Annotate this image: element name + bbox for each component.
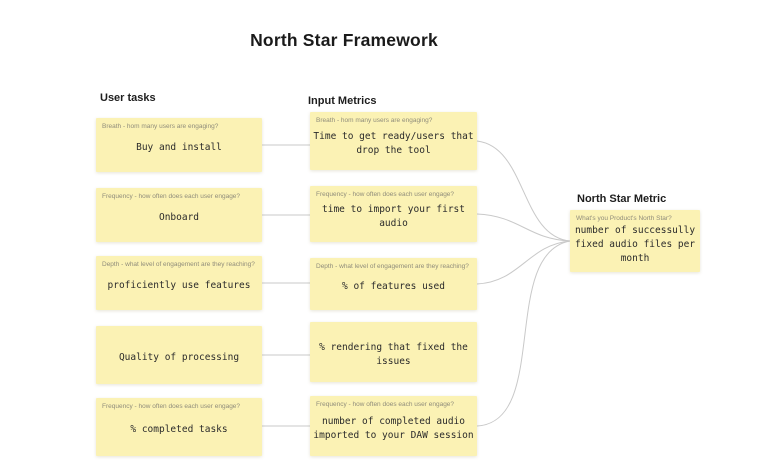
sticky-text: % of features used xyxy=(342,280,445,292)
sticky-input-metric-features-used[interactable]: Depth - what level of engagement are the… xyxy=(310,258,477,310)
page-title: North Star Framework xyxy=(250,30,438,50)
curve-row1-to-north-star xyxy=(476,140,571,242)
sticky-input-metric-completed-audio-daw[interactable]: Frequency - how often does each user eng… xyxy=(310,396,477,456)
sticky-text: time to import your first audio xyxy=(322,203,465,229)
sticky-user-task-onboard[interactable]: Frequency - how often does each user eng… xyxy=(96,188,262,242)
sticky-category-label: Depth - what level of engagement are the… xyxy=(102,261,255,268)
sticky-text: Time to get ready/users that drop the to… xyxy=(313,130,474,156)
sticky-category-label: Depth - what level of engagement are the… xyxy=(316,263,469,270)
sticky-text: number of completed audio imported to yo… xyxy=(313,415,474,441)
sticky-category-label xyxy=(96,326,262,339)
sticky-input-metric-rendering-fixed-issues[interactable]: % rendering that fixed the issues xyxy=(310,322,477,382)
sticky-category-label: Frequency - how often does each user eng… xyxy=(316,401,455,408)
sticky-category-label: Breath - hom many users are engaging? xyxy=(102,123,219,130)
sticky-text: proficiently use features xyxy=(107,279,251,291)
sticky-north-star-metric[interactable]: What's you Product's North Star? number … xyxy=(570,210,700,272)
column-header-north-star-metric: North Star Metric xyxy=(577,193,667,205)
sticky-category-label: Frequency - how often does each user eng… xyxy=(102,403,241,410)
curve-row5-to-north-star xyxy=(476,240,571,427)
curve-row2-to-north-star xyxy=(476,213,571,242)
sticky-user-task-buy-and-install[interactable]: Breath - hom many users are engaging? Bu… xyxy=(96,118,262,172)
sticky-input-metric-time-to-get-ready[interactable]: Breath - hom many users are engaging? Ti… xyxy=(310,112,477,170)
sticky-category-label xyxy=(310,322,477,335)
sticky-category-label: Breath - hom many users are engaging? xyxy=(316,117,433,124)
sticky-text: Buy and install xyxy=(136,141,222,153)
column-header-input-metrics: Input Metrics xyxy=(308,95,377,107)
sticky-text: Quality of processing xyxy=(118,351,240,363)
sticky-category-label: Frequency - how often does each user eng… xyxy=(316,191,455,198)
sticky-category-label: Frequency - how often does each user eng… xyxy=(102,193,241,200)
sticky-text: Onboard xyxy=(158,211,200,223)
curve-row3-to-north-star xyxy=(476,240,571,285)
sticky-user-task-quality-of-processing[interactable]: Quality of processing xyxy=(96,326,262,384)
sticky-input-metric-time-to-import[interactable]: Frequency - how often does each user eng… xyxy=(310,186,477,242)
sticky-text: % rendering that fixed the issues xyxy=(319,341,468,367)
sticky-category-label: What's you Product's North Star? xyxy=(576,215,672,222)
sticky-text: % completed tasks xyxy=(130,423,228,435)
sticky-user-task-use-features[interactable]: Depth - what level of engagement are the… xyxy=(96,256,262,310)
column-header-user-tasks: User tasks xyxy=(100,92,156,104)
sticky-user-task-completed-tasks[interactable]: Frequency - how often does each user eng… xyxy=(96,398,262,456)
sticky-text: number of successully fixed audio files … xyxy=(574,224,696,265)
